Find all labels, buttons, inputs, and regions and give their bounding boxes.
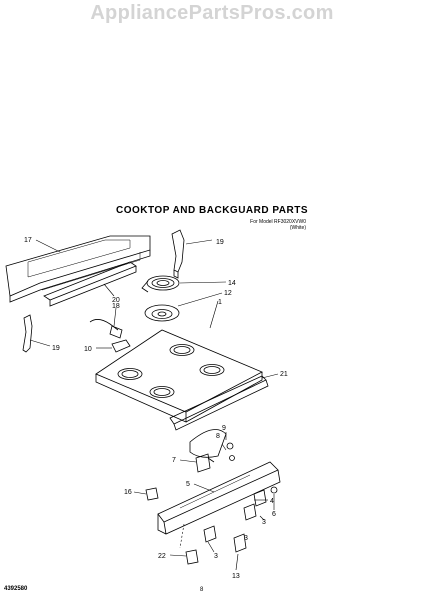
callout-9: 9: [222, 425, 226, 432]
knob-lower: [233, 533, 247, 553]
page-number: 8: [200, 587, 204, 593]
callout-16: 16: [124, 489, 132, 496]
callout-13: 13: [232, 573, 240, 580]
callout-22: 22: [158, 553, 166, 560]
mounting-clip: [111, 339, 131, 353]
model-number: For Model RF3020XVW0: [250, 219, 306, 225]
surface-element: [141, 275, 180, 293]
knob-right-2: [243, 503, 257, 521]
model-color: (White): [289, 225, 306, 231]
callout-14: 14: [228, 280, 236, 287]
document-code: 4392580: [4, 586, 28, 592]
callout-12: 12: [224, 290, 232, 297]
callout-19-top: 19: [216, 239, 224, 246]
model-info: For Model RF3020XVW0 (White): [226, 219, 306, 231]
knob-right-1: [253, 489, 267, 507]
cooktop: [95, 329, 263, 423]
end-cap-right: [171, 229, 185, 279]
callout-3-lower: 3: [244, 535, 248, 542]
knob-bottom: [185, 549, 199, 565]
infinite-switch: [195, 453, 215, 473]
terminal-block: [89, 319, 123, 339]
end-cap-left: [22, 314, 33, 353]
callout-labels: 17 19 14 12 20 1 18 19 10 21 9 8 7 5 4 1…: [24, 237, 288, 580]
callout-18: 18: [112, 303, 120, 310]
knob-center: [203, 525, 217, 543]
drip-bowl: [144, 304, 180, 322]
control-panel: [157, 461, 281, 535]
callout-17: 17: [24, 237, 32, 244]
callout-10: 10: [84, 346, 92, 353]
callout-7: 7: [172, 457, 176, 464]
callout-19-lower: 19: [52, 345, 60, 352]
front-trim-strip: [169, 375, 269, 431]
callout-8: 8: [216, 433, 220, 440]
indicator-light: [145, 487, 159, 501]
callout-21: 21: [280, 371, 288, 378]
backguard-trim: [43, 261, 137, 307]
callout-3-right: 3: [262, 519, 266, 526]
callout-5: 5: [186, 481, 190, 488]
callout-4: 4: [270, 498, 274, 505]
spring-clip: [270, 486, 278, 494]
callout-1: 1: [218, 299, 222, 306]
site-watermark: AppliancePartsPros.com: [90, 2, 334, 24]
leader-lines: [29, 239, 279, 571]
callout-3-center: 3: [214, 553, 218, 560]
callout-20: 20: [112, 297, 120, 304]
diagram-title: COOKTOP AND BACKGUARD PARTS: [115, 205, 309, 216]
switch-insulator: [189, 429, 235, 461]
backguard-panel: [5, 235, 151, 303]
callout-6: 6: [272, 511, 276, 518]
